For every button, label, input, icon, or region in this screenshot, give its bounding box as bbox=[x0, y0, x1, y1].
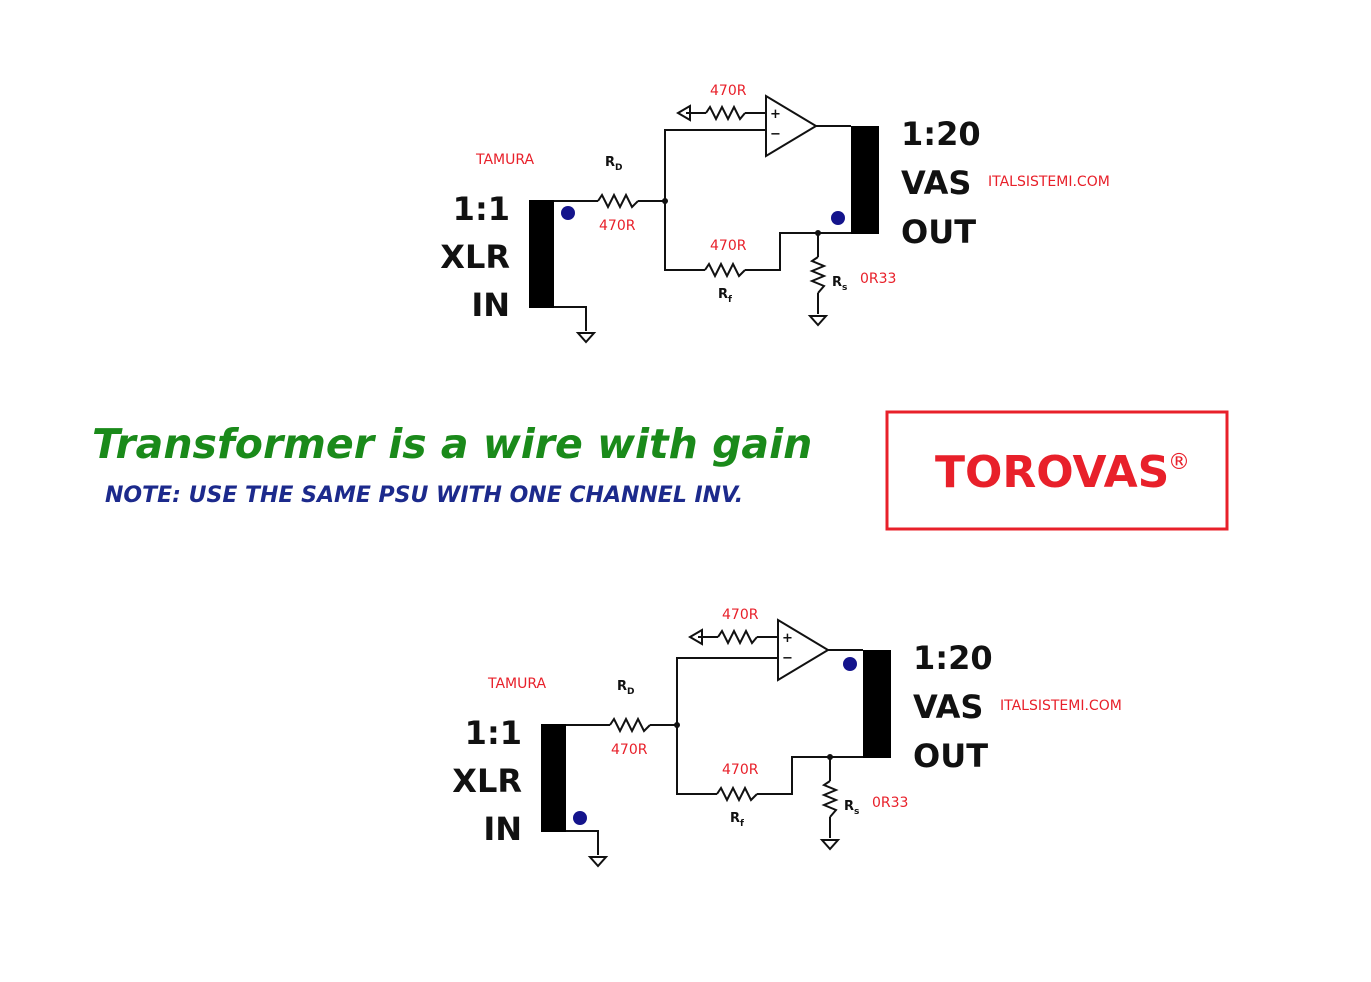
resistor-rd bbox=[609, 716, 651, 734]
output-phase-dot bbox=[843, 657, 857, 671]
input-transformer bbox=[541, 724, 587, 832]
noninv-resistor-value: 470R bbox=[710, 83, 747, 99]
page-heading: Transformer is a wire with gain bbox=[92, 420, 812, 468]
rs-value: 0R33 bbox=[860, 271, 896, 287]
rd-designator: RD bbox=[617, 679, 635, 697]
output-direction-label: OUT bbox=[901, 213, 976, 251]
input-vendor-label: TAMURA bbox=[475, 152, 535, 168]
input-direction-label: IN bbox=[483, 810, 522, 848]
rd-value: 470R bbox=[599, 218, 636, 234]
input-phase-dot bbox=[561, 206, 575, 220]
output-transformer-core bbox=[851, 126, 879, 234]
rf-value: 470R bbox=[722, 762, 759, 778]
opamp-symbol bbox=[765, 94, 818, 158]
input-type-label: XLR bbox=[440, 238, 510, 276]
input-transformer-core bbox=[541, 724, 566, 832]
feedback-left-wire bbox=[664, 201, 705, 271]
resistor-rd bbox=[597, 192, 639, 210]
reference-arrow-icon bbox=[688, 628, 703, 646]
input-ratio-label: 1:1 bbox=[465, 714, 522, 752]
circuit-top: + − TAMURA 1:1 XLR IN RD 470R 470R 470R … bbox=[440, 83, 1110, 344]
input-transformer bbox=[529, 200, 575, 308]
feedback-right-wire bbox=[757, 756, 863, 795]
resistor-noninv bbox=[717, 628, 758, 646]
output-ratio-label: 1:20 bbox=[913, 639, 993, 677]
rf-designator: Rf bbox=[718, 287, 732, 305]
rf-value: 470R bbox=[710, 238, 747, 254]
input-ground-wire bbox=[566, 830, 599, 855]
input-phase-dot bbox=[573, 811, 587, 825]
website-label: ITALSISTEMI.COM bbox=[1000, 698, 1122, 714]
inverting-input-wire bbox=[664, 129, 766, 201]
ground-icon bbox=[819, 839, 841, 851]
rd-designator: RD bbox=[605, 155, 623, 173]
output-transformer bbox=[831, 126, 879, 234]
feedback-right-wire bbox=[745, 232, 851, 271]
ground-icon bbox=[587, 856, 609, 868]
registered-mark: ® bbox=[1168, 450, 1190, 475]
brand-frame bbox=[885, 410, 1229, 531]
rd-value: 470R bbox=[611, 742, 648, 758]
rf-designator: Rf bbox=[730, 811, 744, 829]
ground-icon bbox=[575, 332, 597, 344]
opamp-minus-sign: − bbox=[770, 127, 781, 142]
page-note: NOTE: USE THE SAME PSU WITH ONE CHANNEL … bbox=[105, 483, 743, 508]
output-type-label: VAS bbox=[913, 688, 983, 726]
feedback-left-wire bbox=[676, 725, 717, 795]
output-type-label: VAS bbox=[901, 164, 971, 202]
resistor-rf bbox=[704, 261, 746, 279]
resistor-rs bbox=[809, 256, 827, 294]
output-ratio-label: 1:20 bbox=[901, 115, 981, 153]
resistor-rf bbox=[716, 785, 758, 803]
circuit-bottom: + − TAMURA 1:1 XLR IN RD 470R 470R 470R … bbox=[452, 607, 1122, 868]
input-type-label: XLR bbox=[452, 762, 522, 800]
input-direction-label: IN bbox=[471, 286, 510, 324]
output-phase-dot bbox=[831, 211, 845, 225]
rs-designator: Rs bbox=[832, 275, 847, 293]
input-ground-wire bbox=[554, 306, 587, 331]
input-ratio-label: 1:1 bbox=[453, 190, 510, 228]
rs-value: 0R33 bbox=[872, 795, 908, 811]
reference-arrow-icon bbox=[676, 104, 691, 122]
output-transformer-core bbox=[863, 650, 891, 758]
brand-name: TOROVAS bbox=[935, 447, 1169, 498]
ground-icon bbox=[807, 315, 829, 327]
brand-box: TOROVAS ® bbox=[885, 410, 1229, 531]
input-vendor-label: TAMURA bbox=[487, 676, 547, 692]
opamp-plus-sign: + bbox=[782, 631, 793, 646]
resistor-noninv bbox=[705, 104, 746, 122]
rs-designator: Rs bbox=[844, 799, 859, 817]
opamp-symbol bbox=[777, 618, 830, 682]
opamp-minus-sign: − bbox=[782, 651, 793, 666]
input-transformer-core bbox=[529, 200, 554, 308]
output-transformer bbox=[843, 650, 891, 758]
opamp-plus-sign: + bbox=[770, 107, 781, 122]
resistor-rs bbox=[821, 780, 839, 818]
output-direction-label: OUT bbox=[913, 737, 988, 775]
website-label: ITALSISTEMI.COM bbox=[988, 174, 1110, 190]
noninv-resistor-value: 470R bbox=[722, 607, 759, 623]
inverting-input-wire bbox=[676, 657, 778, 725]
